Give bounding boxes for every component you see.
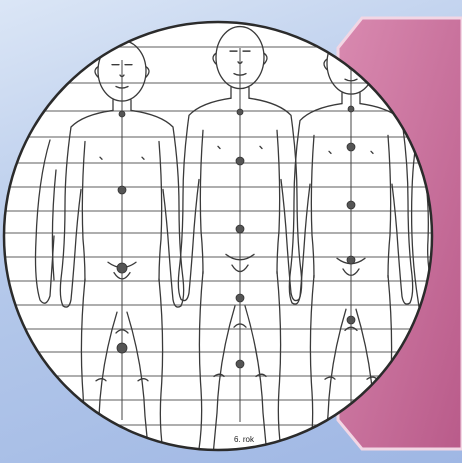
- bottom-caption: 6. rok: [234, 435, 255, 444]
- top-caption: AŽák: [232, 13, 249, 22]
